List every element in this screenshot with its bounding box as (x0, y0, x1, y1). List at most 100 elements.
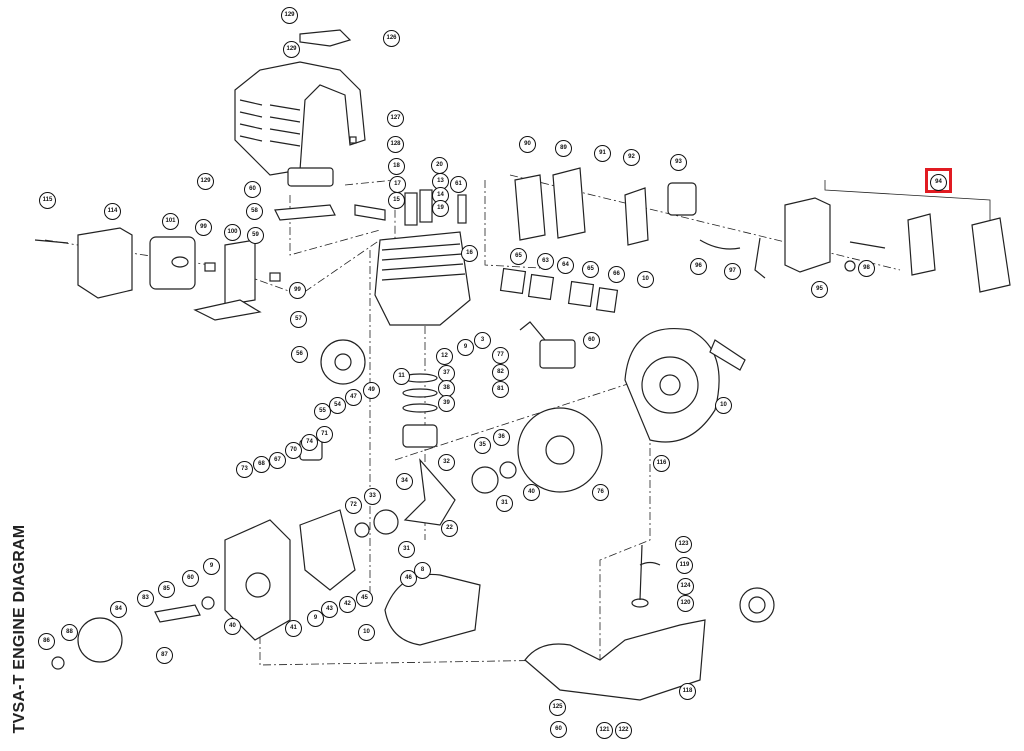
part-callout: 86 (38, 633, 55, 650)
part-callout: 91 (594, 145, 611, 162)
reed-valve-gaskets (499, 267, 619, 313)
part-callout: 122 (615, 722, 632, 739)
part-callout: 60 (182, 570, 199, 587)
part-callout: 40 (224, 618, 241, 635)
part-callout: 35 (474, 437, 491, 454)
part-callout: 123 (675, 536, 692, 553)
carburetor-and-air-filter (514, 167, 1011, 293)
part-callout: 8 (414, 562, 431, 579)
part-callout: 20 (431, 157, 448, 174)
part-callout: 77 (492, 347, 509, 364)
part-callout: 121 (596, 722, 613, 739)
engine-cover (234, 29, 366, 221)
part-callout: 83 (137, 590, 154, 607)
part-callout: 85 (158, 581, 175, 598)
part-callout: 129 (197, 173, 214, 190)
part-callout: 84 (110, 601, 127, 618)
part-callout: 46 (400, 570, 417, 587)
part-callout: 10 (358, 624, 375, 641)
part-callout: 96 (690, 258, 707, 275)
part-callout: 98 (858, 260, 875, 277)
part-callout: 3 (474, 332, 491, 349)
part-callout: 57 (290, 311, 307, 328)
part-callout: 49 (363, 382, 380, 399)
part-callout: 33 (364, 488, 381, 505)
part-callout: 36 (493, 429, 510, 446)
part-callout: 11 (393, 368, 410, 385)
piston-and-crankshaft (299, 339, 517, 538)
part-callout: 92 (623, 149, 640, 166)
part-callout: 127 (387, 110, 404, 127)
part-callout: 74 (301, 434, 318, 451)
part-callout: 119 (676, 557, 693, 574)
part-callout: 63 (537, 253, 554, 270)
part-callout: 31 (398, 541, 415, 558)
fuel-tank (524, 544, 775, 701)
part-callout: 64 (557, 257, 574, 274)
part-callout: 125 (549, 699, 566, 716)
part-callout: 19 (432, 200, 449, 217)
flywheel (517, 407, 603, 493)
part-callout: 65 (510, 248, 527, 265)
part-callout: 90 (519, 136, 536, 153)
part-callout: 129 (281, 7, 298, 24)
highlighted-part-box (925, 168, 952, 193)
part-callout: 71 (316, 426, 333, 443)
part-callout: 9 (203, 558, 220, 575)
part-callout: 87 (156, 647, 173, 664)
part-callout: 120 (677, 595, 694, 612)
ignition-coil (519, 321, 576, 369)
part-callout: 45 (356, 590, 373, 607)
part-callout: 60 (583, 332, 600, 349)
part-callout: 89 (555, 140, 572, 157)
part-callout: 73 (236, 461, 253, 478)
part-callout: 72 (345, 497, 362, 514)
part-callout: 41 (285, 620, 302, 637)
part-callout: 58 (246, 203, 263, 220)
part-callout: 17 (389, 176, 406, 193)
part-callout: 54 (329, 397, 346, 414)
part-callout: 59 (247, 227, 264, 244)
part-callout: 100 (224, 224, 241, 241)
part-callout: 99 (289, 282, 306, 299)
part-callout: 37 (438, 365, 455, 382)
part-callout: 22 (441, 520, 458, 537)
part-callout: 15 (388, 192, 405, 209)
part-callout: 67 (269, 452, 286, 469)
part-callout: 40 (523, 484, 540, 501)
part-callout: 66 (608, 266, 625, 283)
part-callout: 124 (677, 578, 694, 595)
part-callout: 56 (291, 346, 308, 363)
part-callout: 88 (61, 624, 78, 641)
part-callout: 32 (438, 454, 455, 471)
muffler (34, 227, 281, 321)
diagram-title: TVSA-T ENGINE DIAGRAM (11, 524, 28, 734)
part-callout: 9 (457, 339, 474, 356)
part-callout: 31 (496, 495, 513, 512)
part-callout: 34 (396, 473, 413, 490)
part-callout: 118 (679, 683, 696, 700)
part-callout: 47 (345, 389, 362, 406)
part-callout: 39 (438, 395, 455, 412)
part-callout: 18 (388, 158, 405, 175)
part-callout: 97 (724, 263, 741, 280)
part-callout: 12 (436, 348, 453, 365)
recoil-starter (624, 328, 746, 443)
part-callout: 65 (582, 261, 599, 278)
part-callout: 114 (104, 203, 121, 220)
crankcase (201, 509, 481, 646)
part-callout: 101 (162, 213, 179, 230)
part-callout: 126 (383, 30, 400, 47)
part-callout: 128 (387, 136, 404, 153)
part-callout: 16 (461, 245, 478, 262)
part-callout: 60 (550, 721, 567, 738)
part-callout: 95 (811, 281, 828, 298)
part-callout: 129 (283, 41, 300, 58)
part-callout: 99 (195, 219, 212, 236)
part-callout: 116 (653, 455, 670, 472)
part-callout: 60 (244, 181, 261, 198)
part-callout: 10 (637, 271, 654, 288)
part-callout: 70 (285, 442, 302, 459)
